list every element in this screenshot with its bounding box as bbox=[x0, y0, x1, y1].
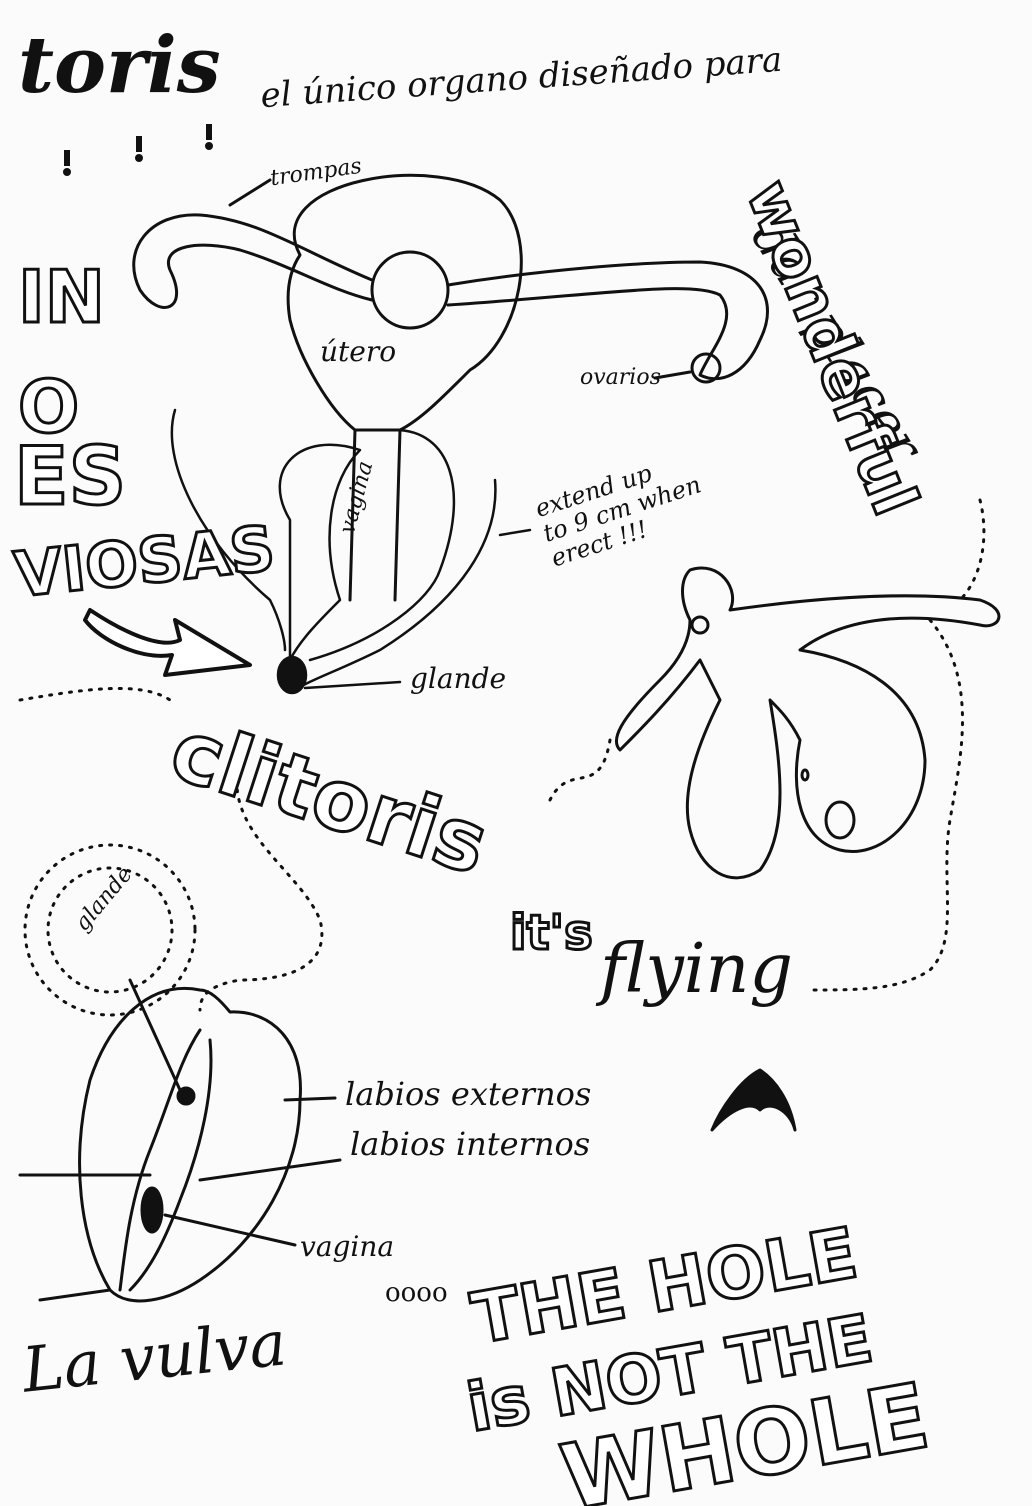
title-fragment: toris bbox=[18, 20, 221, 111]
vulva-drawing bbox=[20, 980, 340, 1301]
label-labios-internos: labios internos bbox=[350, 1125, 590, 1163]
exclamation-icon bbox=[63, 124, 213, 176]
dots-separator: oooo bbox=[385, 1278, 448, 1308]
left-in: IN bbox=[18, 255, 105, 339]
label-glande-uterus: glande bbox=[410, 662, 506, 695]
label-utero: útero bbox=[320, 335, 396, 368]
label-labios-externos: labios externos bbox=[345, 1075, 591, 1113]
clitoris-icon bbox=[712, 1070, 795, 1130]
left-es: ES bbox=[14, 430, 126, 523]
label-ovarios: ovarios bbox=[580, 365, 661, 390]
flying-word: flying bbox=[600, 930, 793, 1009]
clitoris-outline-drawing bbox=[616, 568, 999, 878]
its-word: it's bbox=[510, 905, 593, 961]
label-vagina-vulva: vagina bbox=[300, 1230, 394, 1263]
arrow-icon bbox=[85, 610, 250, 675]
